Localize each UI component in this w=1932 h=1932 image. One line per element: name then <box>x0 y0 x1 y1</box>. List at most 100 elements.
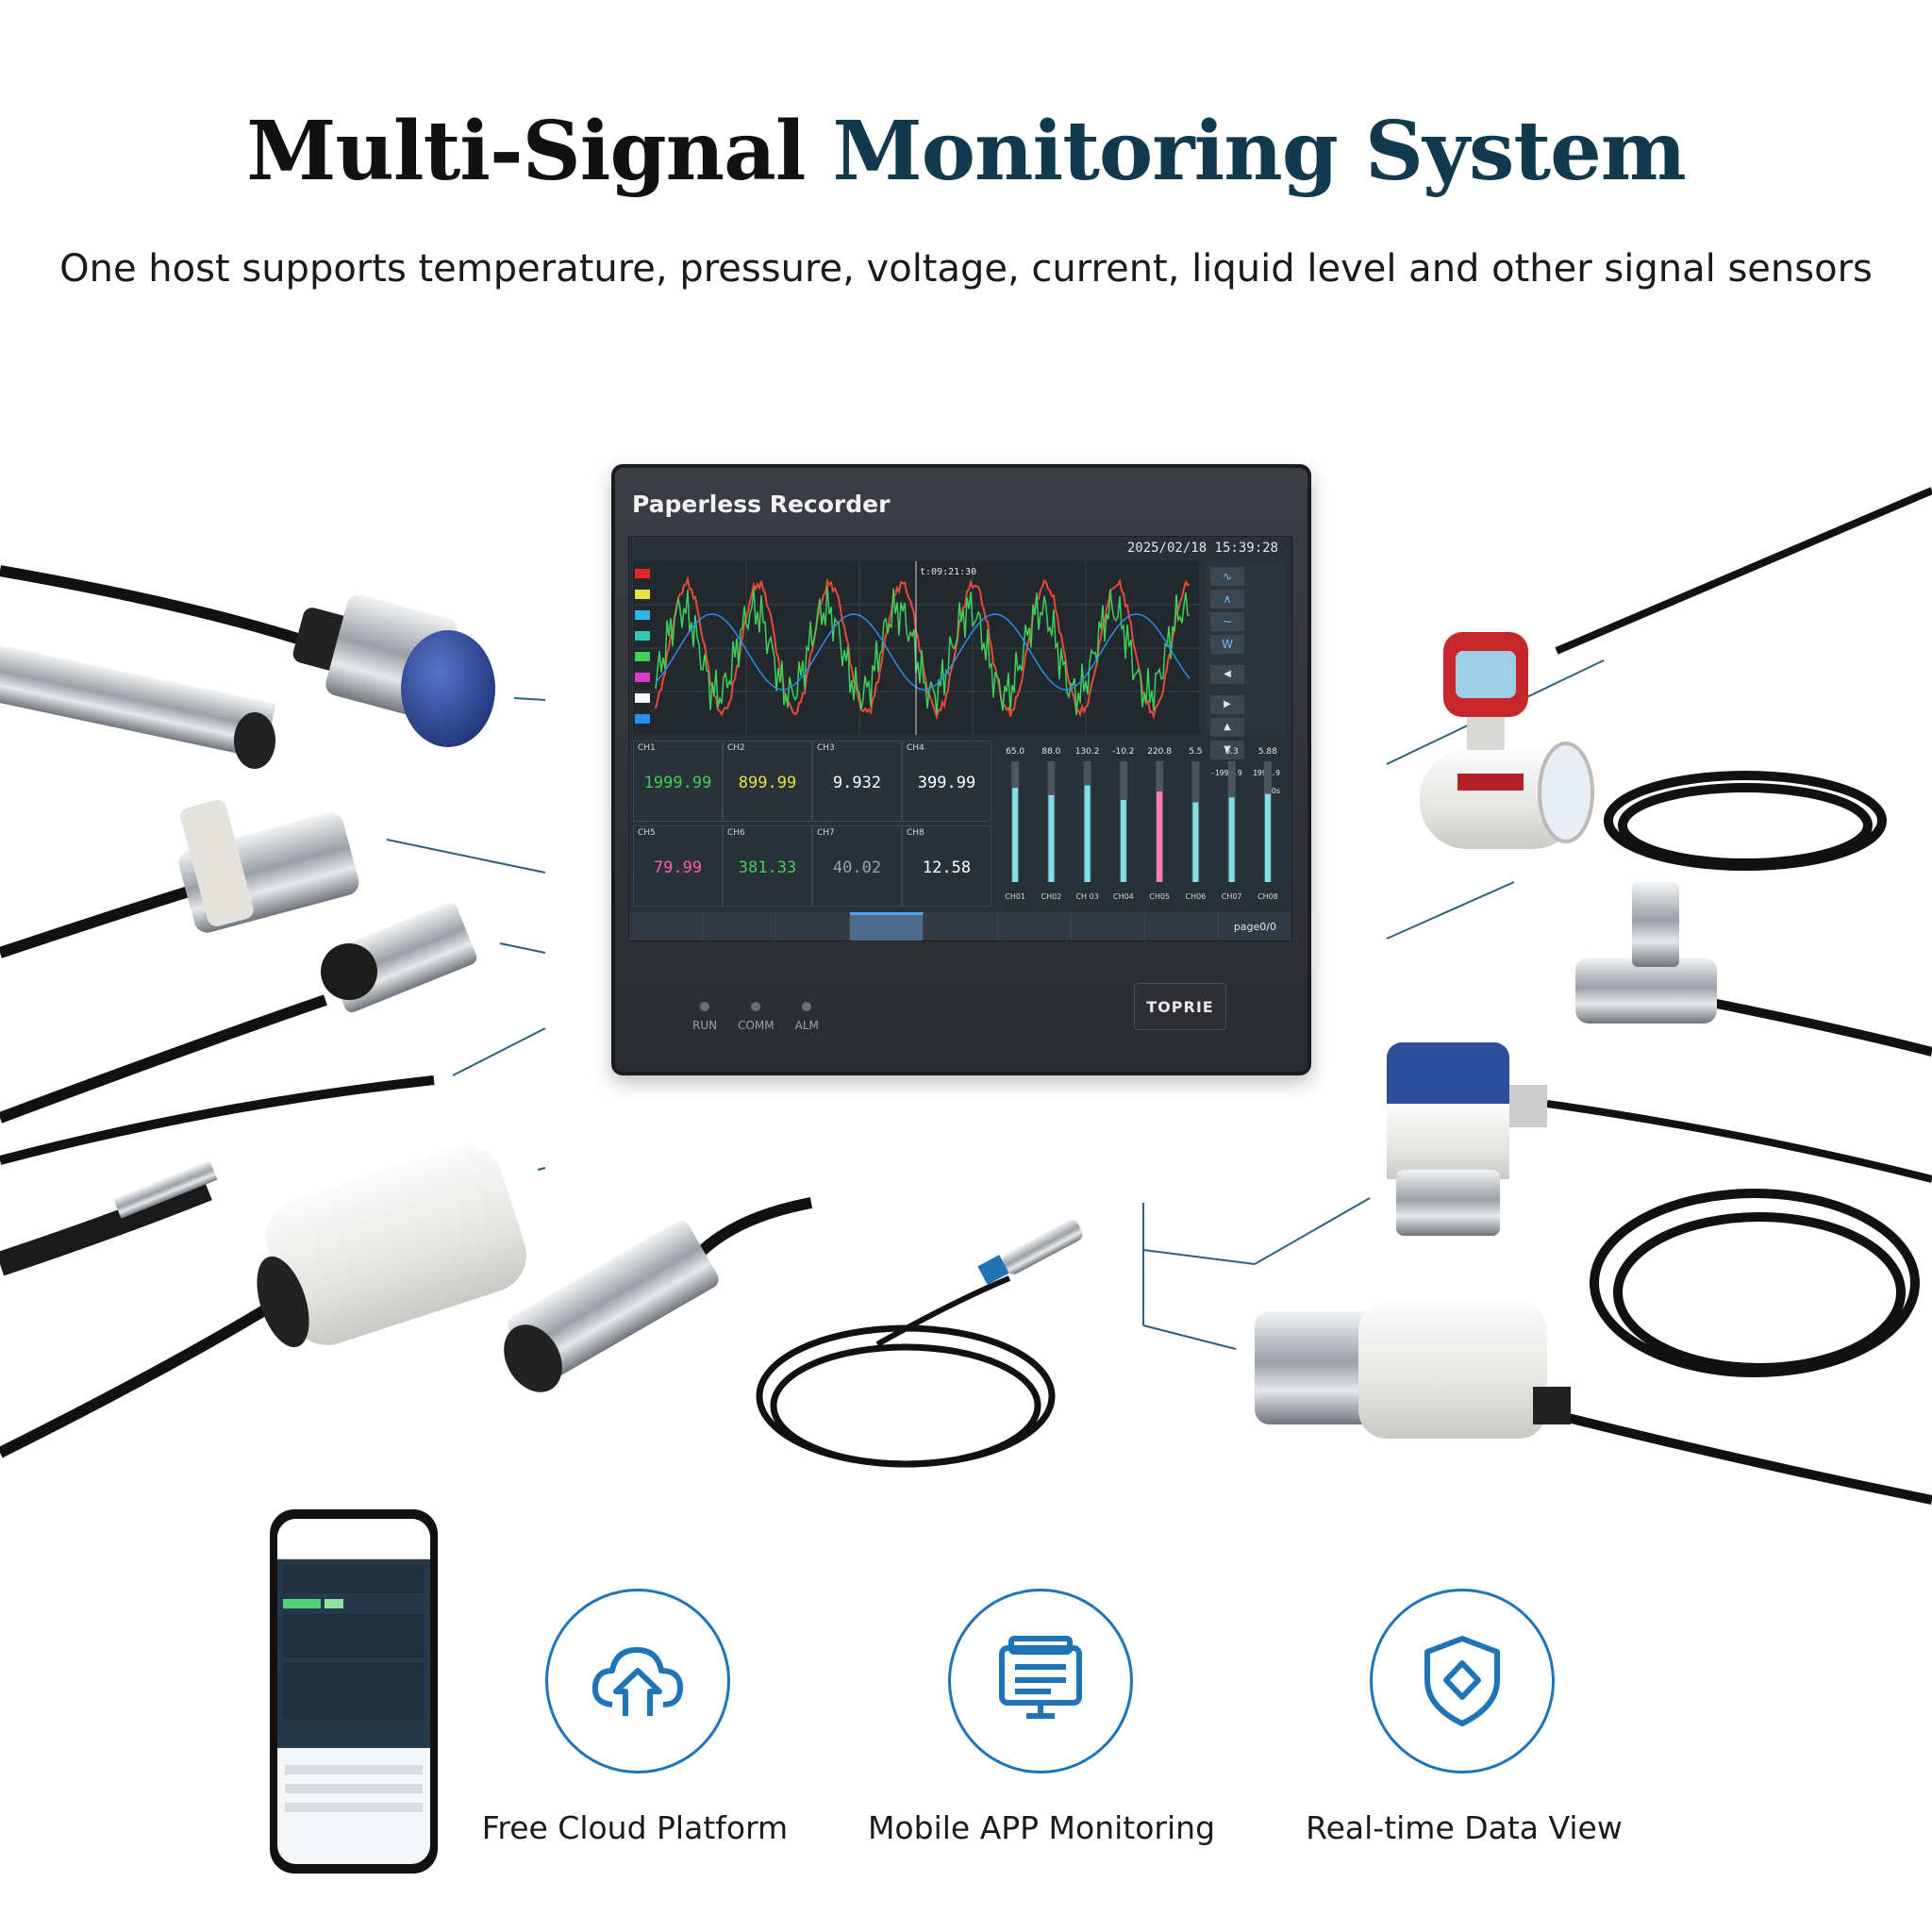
channel-value: 1999.99 <box>643 774 712 792</box>
menu-system[interactable] <box>1072 912 1145 941</box>
bar-value-label: 5.88 <box>1258 747 1277 757</box>
bar-value-label: 6.3 <box>1224 747 1238 757</box>
blue-cap-proximity-sensor <box>0 565 495 747</box>
cloud-platform-label: Free Cloud Platform <box>481 1809 789 1846</box>
bar-fill <box>1084 785 1091 882</box>
time-window[interactable]: 60s <box>1266 787 1280 795</box>
bar-channel-label: CH06 <box>1185 892 1206 901</box>
bar-value-label: 5.5 <box>1189 747 1202 757</box>
channel-value: 79.99 <box>653 858 703 877</box>
bar-fill <box>1048 794 1055 882</box>
bar-channel-label: CH07 <box>1222 892 1242 901</box>
channel-value: 9.932 <box>832 774 882 792</box>
bar-fill <box>1264 793 1271 882</box>
monitor-document-icon <box>999 1636 1082 1719</box>
range-min: -1999.9 <box>1210 769 1242 777</box>
channel-value: 899.99 <box>738 774 797 792</box>
multi-mode-button[interactable]: W <box>1210 635 1244 654</box>
page-subtitle: One host supports temperature, pressure,… <box>59 247 1873 291</box>
recorder-screen: 2025/02/18 15:39:28 t:09:21:30 <box>628 536 1292 941</box>
level-sensor <box>1387 1042 1932 1377</box>
up-arrow-button[interactable]: ▲ <box>1210 718 1244 737</box>
realtime-data-feature <box>1370 1589 1555 1774</box>
channel-swatches <box>635 569 650 724</box>
connector-lines <box>386 659 1605 1350</box>
white-cylinder-sensor <box>0 1145 526 1458</box>
paperless-recorder: Paperless Recorder 2025/02/18 15:39:28 <box>611 464 1311 1075</box>
page-indicator: page0/0 <box>1233 920 1277 933</box>
channel-cell: CH5 79.99 <box>633 825 723 907</box>
menu-bar-view[interactable] <box>703 912 777 941</box>
title-part-1: Multi-Signal <box>246 104 806 199</box>
right-arrow-button[interactable]: ▶ <box>1210 695 1244 714</box>
channel-value: 399.99 <box>917 774 976 792</box>
page-title: Multi-Signal Monitoring System <box>0 104 1932 199</box>
bar-value-label: -10.2 <box>1112 747 1134 757</box>
bar-fill <box>1012 788 1019 882</box>
cursor-time: t:09:21:30 <box>920 567 976 577</box>
wave-mode-button[interactable]: ∿ <box>1210 567 1244 586</box>
menu-params[interactable] <box>998 912 1072 941</box>
recorder-menu-bar: page0/0 <box>629 912 1291 941</box>
bar-value-label: 130.2 <box>1075 747 1100 757</box>
bar-channel-label: CH02 <box>1041 892 1061 901</box>
down-arrow-button[interactable]: ▼ <box>1210 741 1244 759</box>
bar-fill <box>1192 802 1199 882</box>
led-label: COMM <box>738 1019 774 1032</box>
channel-name: CH5 <box>638 828 656 838</box>
channel-name: CH3 <box>817 743 835 753</box>
channel-name: CH4 <box>907 743 924 753</box>
cloud-platform-feature <box>545 1589 730 1774</box>
menu-alarm[interactable] <box>924 912 998 941</box>
menu-display[interactable] <box>629 912 704 941</box>
menu-curve[interactable] <box>776 912 851 941</box>
status-leds: RUN COMM ALM <box>692 1002 819 1032</box>
bar-channel-label: CH08 <box>1257 892 1278 901</box>
channel-cell: CH7 40.02 <box>812 825 902 907</box>
menu-overview[interactable] <box>850 912 924 941</box>
bar-channel-label: CH 03 <box>1075 892 1098 901</box>
bar-fill <box>1228 797 1235 882</box>
control-panel: ∿ ∧ ~ W ◀ ▶ ▲ ▼ -1999.9 1999.9 60s <box>1205 561 1286 795</box>
left-arrow-button[interactable]: ◀ <box>1210 665 1244 684</box>
recorder-title: Paperless Recorder <box>632 491 891 518</box>
led-indicator <box>802 1002 812 1011</box>
wave-green <box>655 585 1191 716</box>
channel-cell: CH3 9.932 <box>812 741 902 822</box>
channel-value: 381.33 <box>738 858 797 877</box>
proximity-sensor-mid <box>0 799 359 958</box>
status-led: RUN <box>692 1002 717 1032</box>
led-indicator <box>700 1002 710 1011</box>
peak-mode-button[interactable]: ∧ <box>1210 590 1244 608</box>
status-led: COMM <box>738 1002 774 1032</box>
bar-value-label: 88.0 <box>1041 747 1060 757</box>
threaded-sensor <box>0 902 477 1124</box>
led-label: RUN <box>692 1019 718 1032</box>
temperature-probe <box>0 1075 435 1276</box>
bar-channel-label: CH05 <box>1149 892 1170 901</box>
smooth-mode-button[interactable]: ~ <box>1210 612 1244 631</box>
bar-fill <box>1120 799 1126 882</box>
channel-name: CH8 <box>907 828 924 838</box>
channel-name: CH7 <box>817 828 835 838</box>
channel-name: CH1 <box>638 743 656 753</box>
channel-name: CH6 <box>727 828 745 838</box>
bar-value-label: 220.8 <box>1147 747 1172 757</box>
waveform-chart: t:09:21:30 <box>633 561 1199 735</box>
status-led: ALM <box>795 1002 819 1032</box>
cloud-upload-icon <box>591 1647 683 1716</box>
channel-value: 12.58 <box>922 858 972 877</box>
t-pressure-sensor <box>1575 882 1932 1057</box>
menu-export[interactable] <box>1145 912 1219 941</box>
wave-blue <box>655 613 1191 691</box>
shield-icon <box>1424 1636 1500 1726</box>
channel-cell: CH1 1999.99 <box>633 741 723 822</box>
led-label: ALM <box>794 1019 819 1032</box>
title-part-2: Monitoring System <box>832 104 1686 199</box>
inductive-threaded-sensor <box>504 1197 813 1392</box>
bar-channel-label: CH01 <box>1005 892 1025 901</box>
coiled-cable-probe <box>756 1220 1083 1468</box>
channel-value: 40.02 <box>832 858 882 877</box>
